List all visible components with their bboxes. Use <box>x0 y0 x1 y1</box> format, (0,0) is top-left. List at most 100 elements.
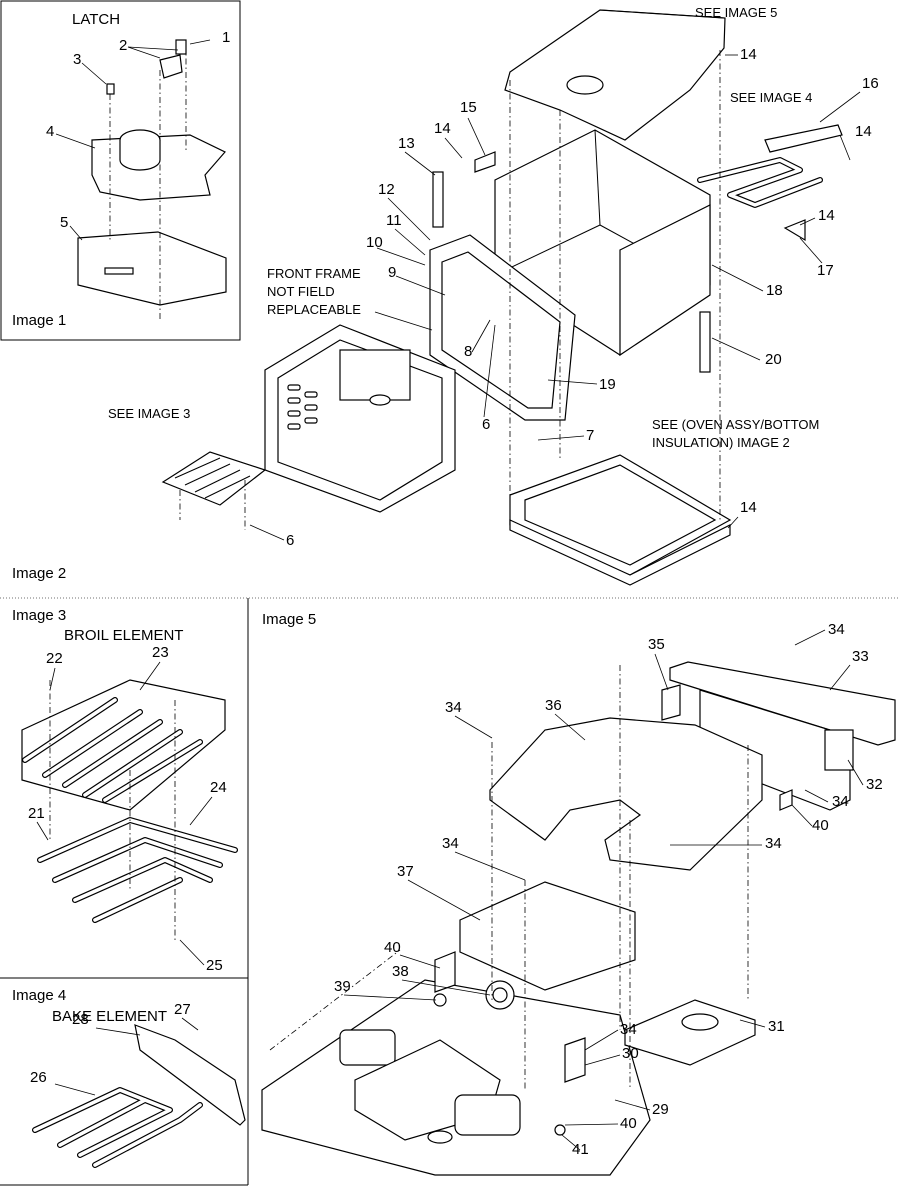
callout-c20: 20 <box>765 351 782 368</box>
callout-c34f: 34 <box>620 1021 637 1038</box>
callout-c2: 2 <box>119 37 127 54</box>
callout-c33: 33 <box>852 648 869 665</box>
base-cutout-1 <box>339 1029 396 1066</box>
callout-c39: 39 <box>334 978 351 995</box>
callout-c14d: 14 <box>818 207 835 224</box>
oven-top-bake-element <box>697 157 823 208</box>
callout-c34e: 34 <box>765 835 782 852</box>
image3-label: Image 3 <box>12 607 66 624</box>
callout-c14e: 14 <box>740 499 757 516</box>
callout-c14a: 14 <box>740 46 757 63</box>
callout-c4: 4 <box>46 123 54 140</box>
latch-bracket <box>77 231 227 306</box>
callout-c8: 8 <box>464 343 472 360</box>
cover-31 <box>624 999 756 1066</box>
bracket-40a <box>779 789 793 811</box>
callout-c34c: 34 <box>832 793 849 810</box>
callout-c41: 41 <box>572 1141 589 1158</box>
callout-c34a: 34 <box>828 621 845 638</box>
note-front-frame-2: NOT FIELD <box>267 284 335 299</box>
side-panel <box>619 204 711 357</box>
bracket-20 <box>699 311 711 373</box>
callout-c15: 15 <box>460 99 477 116</box>
latch-screw-3 <box>106 83 115 95</box>
oven-bottom-panel <box>509 454 732 586</box>
base-hole <box>427 1130 453 1144</box>
bracket-17 <box>783 219 806 242</box>
callout-c25: 25 <box>206 957 223 974</box>
image3-title: BROIL ELEMENT <box>64 627 183 644</box>
callout-c38: 38 <box>392 963 409 980</box>
note-see-image-4: SEE IMAGE 4 <box>730 90 812 105</box>
broil-element-small <box>161 451 267 506</box>
image2-label: Image 2 <box>12 565 66 582</box>
callout-c12: 12 <box>378 181 395 198</box>
callout-c3: 3 <box>73 51 81 68</box>
blower-motor-32 <box>824 729 854 771</box>
image4-title: BAKE ELEMENT <box>52 1008 167 1025</box>
callout-c18: 18 <box>766 282 783 299</box>
cover-31-hole <box>681 1013 719 1031</box>
switch-41 <box>554 1124 566 1136</box>
callout-c27: 27 <box>174 1001 191 1018</box>
latch-switch-top <box>175 39 187 55</box>
image1-label: Image 1 <box>12 312 66 329</box>
note-see-image-3: SEE IMAGE 3 <box>108 406 190 421</box>
bracket-16 <box>764 124 843 153</box>
note-front-frame-1: FRONT FRAME <box>267 266 361 281</box>
callout-c34b: 34 <box>445 699 462 716</box>
bottom-insulation-inner <box>524 464 717 566</box>
callout-c40c: 40 <box>620 1115 637 1132</box>
bake-element-assembly <box>32 1024 246 1168</box>
bracket-13 <box>432 171 444 228</box>
callout-c36: 36 <box>545 697 562 714</box>
callout-c35: 35 <box>648 636 665 653</box>
callout-c7: 7 <box>586 427 594 444</box>
callout-c30: 30 <box>622 1045 639 1062</box>
image1-leaders <box>55 39 211 241</box>
bracket-35 <box>661 684 681 721</box>
callout-c1: 1 <box>222 29 230 46</box>
cavity-window <box>339 349 411 401</box>
top-fan <box>566 75 604 95</box>
image4-label: Image 4 <box>12 987 66 1004</box>
callout-c40b: 40 <box>384 939 401 956</box>
panel-37 <box>459 881 636 991</box>
duct-36 <box>489 717 763 871</box>
image1-title: LATCH <box>72 11 120 28</box>
callout-c32: 32 <box>866 776 883 793</box>
callout-c29: 29 <box>652 1101 669 1118</box>
callout-c14c: 14 <box>434 120 451 137</box>
top-rail-33 <box>669 661 896 746</box>
image3-leaders <box>36 661 213 966</box>
broil-coil-lower <box>37 817 238 923</box>
callout-c21: 21 <box>28 805 45 822</box>
latch-bracket-slot <box>104 267 134 275</box>
callout-c6a: 6 <box>482 416 490 433</box>
base-cutout-3 <box>454 1094 521 1136</box>
oven-side-panel <box>619 204 711 357</box>
image1-border <box>0 0 241 341</box>
oven-top-panel <box>504 9 726 141</box>
callout-c31: 31 <box>768 1018 785 1035</box>
bake-coil <box>32 1087 203 1168</box>
top-assembly <box>261 661 896 1176</box>
callout-c19: 19 <box>599 376 616 393</box>
bottom-pan <box>509 519 731 586</box>
callout-c26: 26 <box>30 1069 47 1086</box>
element-side-brackets <box>432 124 843 373</box>
image2-leaders <box>249 54 861 541</box>
callout-c40a: 40 <box>812 817 829 834</box>
image5-label: Image 5 <box>262 611 316 628</box>
callout-c22: 22 <box>46 650 63 667</box>
oven-broil-element <box>161 451 267 506</box>
bake-element-bracket <box>134 1024 246 1126</box>
callout-c16: 16 <box>862 75 879 92</box>
image4-leaders <box>54 1017 199 1096</box>
callout-c37: 37 <box>397 863 414 880</box>
note-see-oven-1: SEE (OVEN ASSY/BOTTOM <box>652 417 819 432</box>
callout-c17: 17 <box>817 262 834 279</box>
callout-c5: 5 <box>60 214 68 231</box>
note-front-frame-3: REPLACEABLE <box>267 302 361 317</box>
